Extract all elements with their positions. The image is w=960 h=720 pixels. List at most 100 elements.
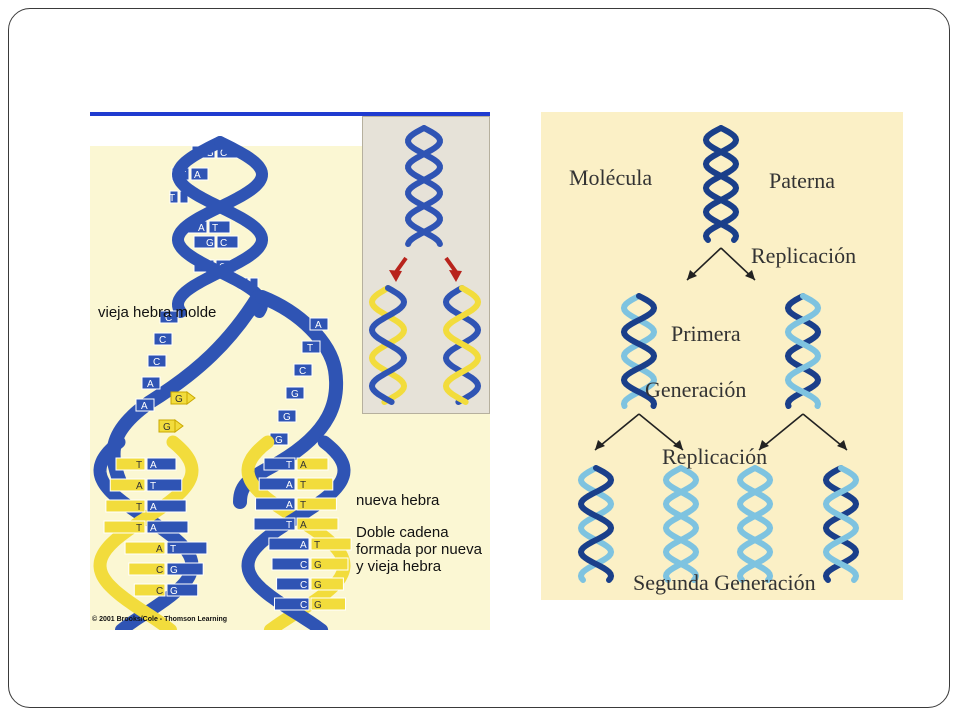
base-block <box>166 541 208 555</box>
base-letter: A <box>300 460 307 471</box>
base-block <box>190 167 209 181</box>
base-block <box>147 354 167 368</box>
inset-daughter-helix-left-strand-a <box>368 285 408 405</box>
base-letter: C <box>153 357 160 368</box>
replication-arrows-2a-head-left <box>595 440 605 450</box>
base-block <box>273 597 310 611</box>
parent-molecule-helix-strand-b <box>702 125 740 243</box>
first-gen-helix-right-strand-b <box>784 293 822 409</box>
base-letter: A <box>136 481 143 492</box>
second-generation-label: Segunda Generación <box>633 570 816 595</box>
base-letter: G <box>175 394 183 405</box>
replication-arrows-1-head-right <box>745 270 755 280</box>
base-block <box>159 310 179 324</box>
base-letter: C <box>156 565 163 576</box>
base-letter: T <box>286 520 292 531</box>
base-block <box>276 577 310 591</box>
second-gen-helix-3-strand-a <box>736 465 774 583</box>
base-letter: C <box>300 560 307 571</box>
base-letter: T <box>314 540 320 551</box>
generation-label: Generación <box>645 377 747 402</box>
base-letter: T <box>136 502 142 513</box>
base-letter: C <box>220 148 227 159</box>
base-block <box>296 517 339 531</box>
base-block <box>169 190 179 204</box>
base-letter: A <box>194 170 201 181</box>
first-label: Primera <box>671 321 741 346</box>
second-gen-helix-4-strand-a <box>822 465 860 583</box>
base-letter: C <box>300 580 307 591</box>
base-letter: A <box>300 540 307 551</box>
base-letter: G <box>206 238 214 249</box>
inset-daughter-helix-right-strand-a <box>442 285 482 405</box>
base-block <box>310 577 344 591</box>
replication-arrows-2a-head-right <box>673 440 683 450</box>
molecule-label: Molécula <box>569 165 653 190</box>
base-block <box>115 457 146 471</box>
left-daughter-helix-strand-a <box>93 435 199 630</box>
parent-molecule-helix-strand-a <box>702 125 740 243</box>
base-block <box>309 317 329 331</box>
base-letter: G <box>291 389 299 400</box>
base-letter: A <box>156 544 163 555</box>
base-letter: C <box>165 313 172 324</box>
parent-helix-strand-a <box>171 136 269 318</box>
base-block <box>141 376 161 390</box>
old-template-strand-label: vieja hebra molde <box>98 304 217 321</box>
inset-drawing <box>368 125 482 405</box>
second-gen-helix-1-strand-a <box>577 465 615 583</box>
replication-label-1: Replicación <box>751 243 857 268</box>
base-block <box>296 497 337 511</box>
second-gen-helix-1-strand-b <box>577 465 615 583</box>
base-block <box>296 477 334 491</box>
semiconservative-replication-figure: Molécula Paterna Replicación Primera Gen… <box>541 112 903 600</box>
base-letter: C <box>220 238 227 249</box>
base-block <box>293 363 313 377</box>
base-block <box>109 478 146 492</box>
generations-diagram <box>577 125 860 583</box>
inset-replication-schematic <box>362 116 490 414</box>
base-letter: A <box>147 379 154 390</box>
base-block <box>146 520 189 534</box>
red-arrow-shaft <box>444 256 458 274</box>
first-gen-helix-left-strand-a <box>620 293 658 409</box>
second-gen-helix-2-strand-a <box>662 465 700 583</box>
base-letter: T <box>150 481 156 492</box>
base-block <box>193 235 216 249</box>
base-letter: G <box>314 560 322 571</box>
base-block <box>103 520 146 534</box>
replication-label-2: Replicación <box>662 444 768 469</box>
first-gen-helix-left-strand-b <box>620 293 658 409</box>
red-arrow-head <box>449 270 462 282</box>
base-block <box>105 499 146 513</box>
base-block <box>310 597 347 611</box>
base-block <box>253 517 296 531</box>
base-block <box>124 541 166 555</box>
top-rule <box>90 112 490 116</box>
double-strand-label: Doble cadena formada por nueva y vieja h… <box>356 524 482 575</box>
base-block <box>166 583 199 597</box>
base-letter: C <box>300 600 307 611</box>
base-letter: T <box>136 523 142 534</box>
base-block <box>135 398 155 412</box>
base-letter: G <box>170 565 178 576</box>
base-letter: A <box>150 460 157 471</box>
copyright-notice: © 2001 Brooks/Cole - Thomson Learning <box>92 616 228 623</box>
base-letter: C <box>299 366 306 377</box>
base-letter: C <box>156 586 163 597</box>
base-letter: C <box>159 335 166 346</box>
base-letter: G <box>283 412 291 423</box>
left-daughter-helix-strand-b <box>93 435 199 630</box>
base-block <box>146 457 177 471</box>
base-letter: G <box>163 422 171 433</box>
base-block <box>146 499 187 513</box>
base-letter: G <box>314 580 322 591</box>
base-block <box>166 562 204 576</box>
second-gen-helix-4-strand-b <box>822 465 860 583</box>
base-block <box>128 562 166 576</box>
base-block <box>277 409 297 423</box>
replication-arrows-1-head-left <box>687 270 697 280</box>
base-block <box>310 557 349 571</box>
base-letter: T <box>300 500 306 511</box>
